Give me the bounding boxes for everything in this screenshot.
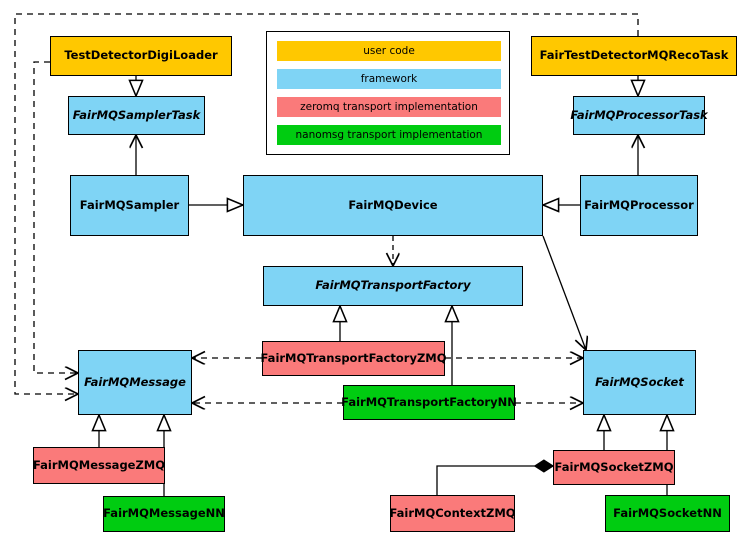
node-fairmq-processor[interactable]: FairMQProcessor bbox=[580, 175, 698, 236]
color-legend: user code framework zeromq transport imp… bbox=[266, 31, 510, 155]
node-test-detector-digi-loader[interactable]: TestDetectorDigiLoader bbox=[50, 36, 232, 76]
node-fairmq-socket[interactable]: FairMQSocket bbox=[583, 350, 696, 415]
legend-item-nanomsg: nanomsg transport implementation bbox=[277, 125, 501, 145]
node-fairmq-socket-nn[interactable]: FairMQSocketNN bbox=[605, 495, 730, 532]
node-fairmq-processor-task[interactable]: FairMQProcessorTask bbox=[570, 96, 708, 135]
legend-item-framework: framework bbox=[277, 69, 501, 89]
node-fairmq-message-zmq[interactable]: FairMQMessageZMQ bbox=[33, 447, 165, 484]
node-fairmq-transport-factory-nn[interactable]: FairMQTransportFactoryNN bbox=[341, 385, 517, 420]
node-fairmq-sampler[interactable]: FairMQSampler bbox=[70, 175, 189, 236]
edge-device-socket bbox=[542, 235, 586, 350]
edge-contextzmq-socketzmq bbox=[436, 459, 555, 495]
node-fairmq-device[interactable]: FairMQDevice bbox=[243, 175, 543, 236]
node-fairmq-transport-factory-zmq[interactable]: FairMQTransportFactoryZMQ bbox=[261, 341, 447, 376]
legend-item-user-code: user code bbox=[277, 41, 501, 61]
node-fair-test-detector-mq-reco-task[interactable]: FairTestDetectorMQRecoTask bbox=[531, 36, 737, 76]
node-fairmq-sampler-task[interactable]: FairMQSamplerTask bbox=[68, 96, 205, 135]
node-fairmq-message-nn[interactable]: FairMQMessageNN bbox=[103, 496, 225, 532]
node-fairmq-context-zmq[interactable]: FairMQContextZMQ bbox=[389, 495, 516, 532]
node-fairmq-transport-factory[interactable]: FairMQTransportFactory bbox=[263, 266, 523, 306]
node-fairmq-message[interactable]: FairMQMessage bbox=[78, 350, 192, 415]
edge-recotask-message bbox=[14, 13, 639, 394]
node-fairmq-socket-zmq[interactable]: FairMQSocketZMQ bbox=[553, 450, 675, 485]
legend-item-zeromq: zeromq transport implementation bbox=[277, 97, 501, 117]
